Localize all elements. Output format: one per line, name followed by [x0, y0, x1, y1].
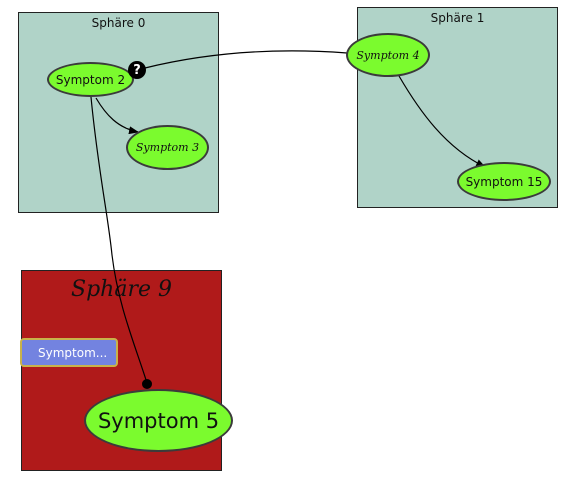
sphere-9-title: Sphäre 9	[71, 277, 172, 302]
edge-symptom-4-to-symptom-15[interactable]	[398, 75, 486, 168]
symptom-3-label: Symptom 3	[135, 141, 200, 154]
edge-symptom-2-to-symptom-3[interactable]	[95, 97, 139, 135]
symptom-5-node[interactable]: Symptom 5	[84, 389, 233, 452]
symptom-15-label: Symptom 15	[465, 174, 543, 189]
collapsed-symptom-node[interactable]: Symptom...	[20, 338, 118, 367]
symptom-15-node[interactable]: Symptom 15	[457, 162, 551, 201]
collapsed-symptom-label: Symptom...	[38, 345, 108, 360]
symptom-3-node[interactable]: Symptom 3	[126, 125, 209, 170]
symptom-2-node[interactable]: Symptom 2	[47, 62, 134, 97]
sphere-1-title: Sphäre 1	[430, 11, 485, 25]
symptom-4-label: Symptom 4	[356, 48, 420, 62]
edge-symptom-4-to-symptom-2[interactable]	[144, 50, 348, 69]
edge-dot-end-marker	[142, 379, 152, 389]
symptom-5-label: Symptom 5	[97, 408, 220, 433]
symptom-4-node[interactable]: Symptom 4	[346, 33, 430, 77]
sphere-0[interactable]: Sphäre 0	[18, 12, 219, 213]
question-mark-icon[interactable]: ?	[128, 61, 146, 79]
sphere-0-title: Sphäre 0	[91, 16, 146, 30]
symptom-2-label: Symptom 2	[55, 72, 126, 87]
edge-symptom-2-to-symptom-5[interactable]	[90, 96, 148, 384]
